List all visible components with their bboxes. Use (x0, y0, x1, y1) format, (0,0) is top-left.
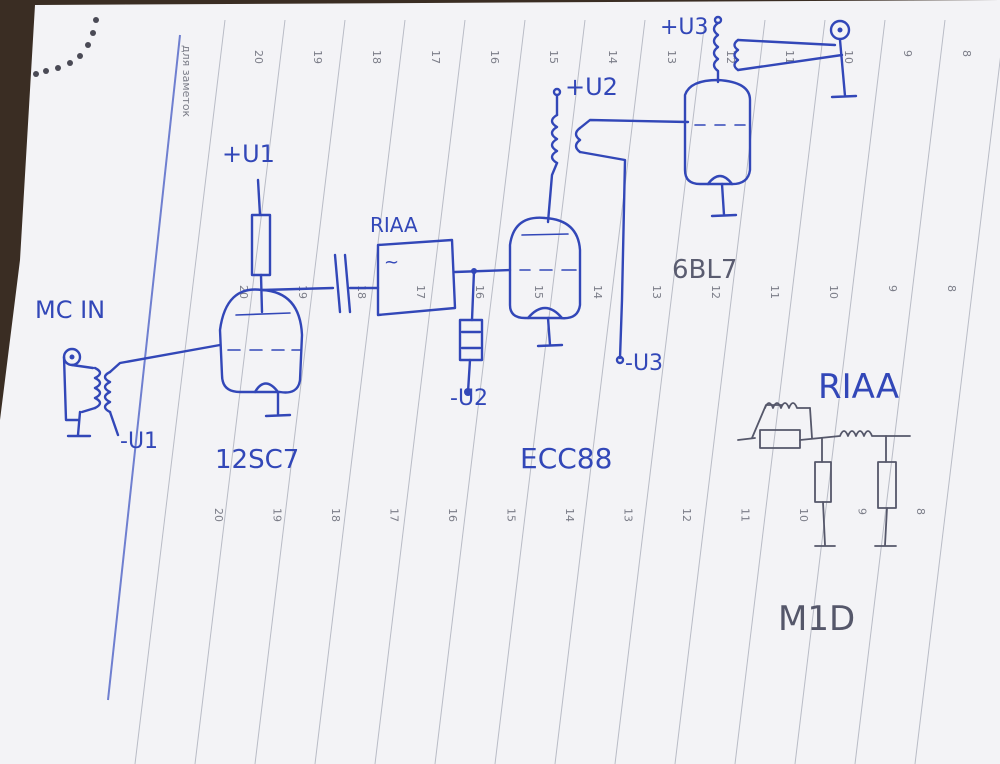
row-number: 8 (960, 50, 973, 57)
row-number: 17 (414, 285, 427, 299)
riaa-block-label: RIAA (370, 213, 418, 237)
ruled-line (854, 19, 946, 764)
row-number: 14 (591, 285, 604, 299)
ruled-line (134, 19, 226, 764)
vacuum-tube-icon (218, 288, 304, 418)
row-number: 19 (311, 50, 324, 64)
row-number: 15 (547, 50, 560, 64)
row-number: 10 (797, 508, 810, 522)
row-number: 15 (505, 508, 518, 522)
row-number: 9 (856, 508, 869, 515)
row-numbers: 20 19 18 17 16 15 14 13 12 11 10 9 8 20 19 18 17 16 15 14 13… (212, 50, 973, 522)
vacuum-tube-icon (508, 216, 582, 348)
row-number: 19 (296, 285, 309, 299)
row-number: 8 (945, 285, 958, 292)
minus-u1-label: -U1 (120, 429, 158, 454)
row-number: 16 (473, 285, 486, 299)
row-number: 11 (783, 50, 796, 64)
plus-u2-label: +U2 (565, 73, 618, 101)
spiral-holes (33, 17, 99, 77)
row-number: 11 (739, 508, 752, 522)
margin-line (107, 34, 181, 701)
ruled-lines (134, 19, 1000, 764)
row-number: 14 (606, 50, 619, 64)
minus-u2-label: -U2 (450, 386, 488, 411)
tube3-label: 6BL7 (672, 255, 737, 285)
row-number: 18 (370, 50, 383, 64)
row-number: 9 (886, 285, 899, 292)
row-number: 11 (768, 285, 781, 299)
plus-u1-label: +U1 (222, 140, 275, 168)
inductor-icon (550, 113, 559, 165)
mid-label: M1D (778, 599, 855, 639)
row-number: 14 (563, 508, 576, 522)
inductor-icon (764, 402, 811, 409)
capacitor-icon (333, 253, 352, 314)
tube2-label: ECC88 (520, 442, 612, 475)
row-number: 10 (842, 50, 855, 64)
input-transformer (62, 343, 222, 437)
minus-u3-label: -U3 (625, 351, 663, 376)
plus-u3-label: +U3 (660, 15, 709, 40)
row-number: 20 (212, 508, 225, 522)
ruled-line (254, 19, 346, 764)
riaa-detail-label: RIAA (818, 367, 899, 407)
riaa-block-symbol: ~ (384, 252, 399, 273)
ruled-line (314, 19, 406, 764)
riaa-block (376, 238, 457, 317)
ruled-line (734, 19, 826, 764)
row-number: 12 (709, 285, 722, 299)
row-number: 19 (271, 508, 284, 522)
row-number: 16 (488, 50, 501, 64)
row-number: 17 (388, 508, 401, 522)
ground-icon (66, 410, 92, 438)
resistor-icon (759, 429, 801, 449)
ruled-line (434, 19, 526, 764)
ruled-line (614, 19, 706, 764)
row-number: 10 (827, 285, 840, 299)
mc-in-label: MC IN (35, 296, 105, 324)
row-number: 12 (680, 508, 693, 522)
riaa-network (737, 402, 911, 547)
margin-note: для заметок (180, 45, 193, 118)
row-number: 20 (252, 50, 265, 64)
ruled-line (554, 19, 646, 764)
ruled-line (914, 57, 1000, 764)
row-number: 16 (446, 508, 459, 522)
row-number: 15 (532, 285, 545, 299)
row-number: 9 (901, 50, 914, 57)
row-number: 13 (650, 285, 663, 299)
tube1-label: 12SC7 (215, 445, 299, 475)
row-number: 13 (665, 50, 678, 64)
row-number: 8 (914, 508, 927, 515)
row-number: 18 (329, 508, 342, 522)
ruled-line (794, 19, 886, 764)
ruled-line (494, 19, 586, 764)
row-number: 17 (429, 50, 442, 64)
transformer-icon (93, 366, 102, 410)
row-number: 13 (622, 508, 635, 522)
vacuum-tube-icon (683, 78, 752, 218)
ruled-line (374, 19, 466, 764)
